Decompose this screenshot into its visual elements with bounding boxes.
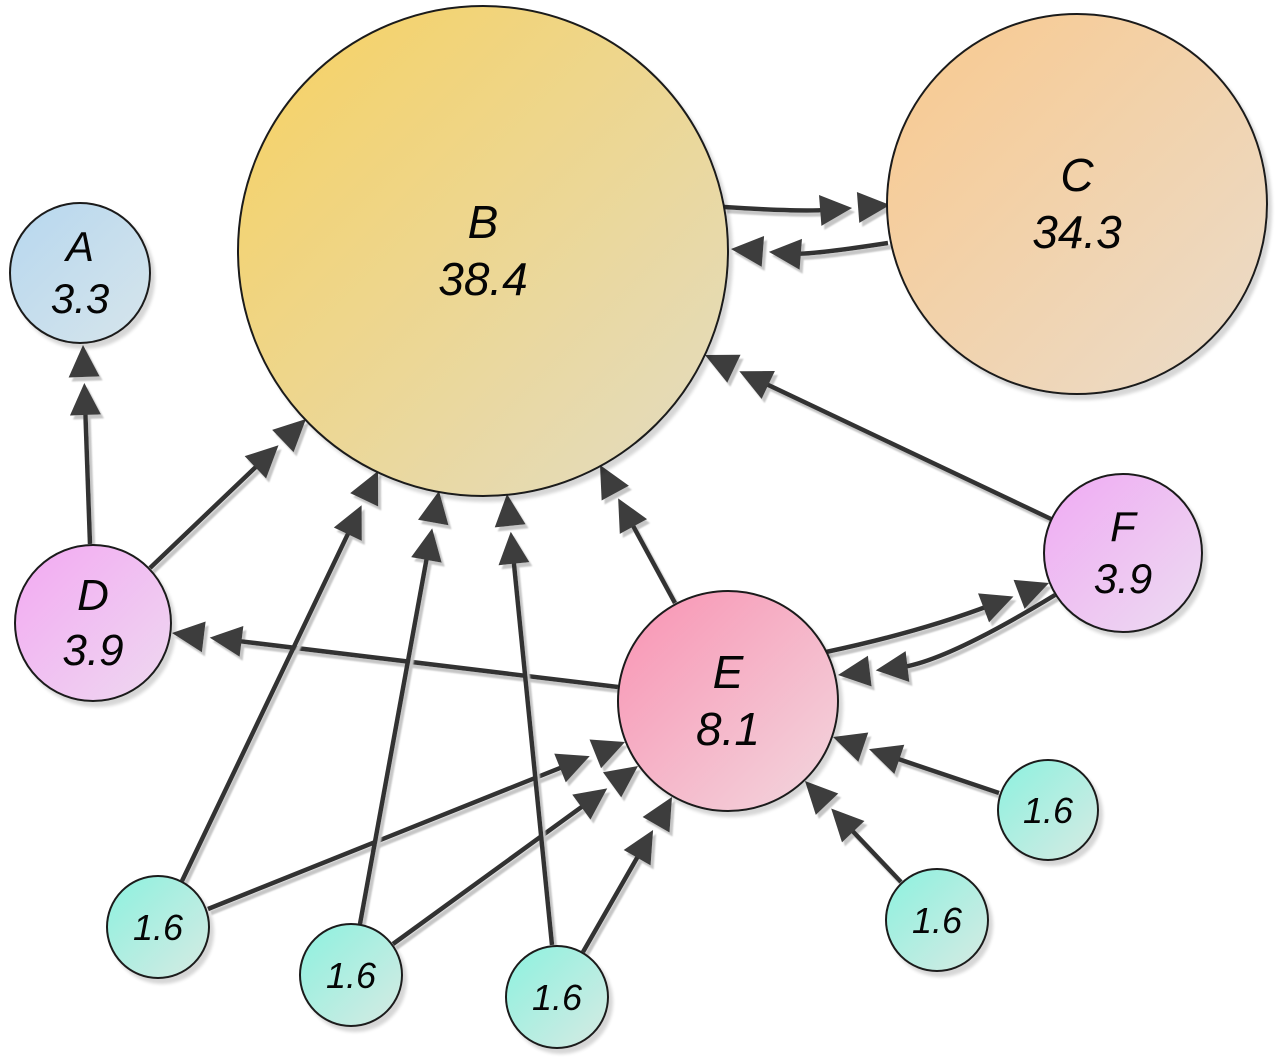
arrowhead [869,744,905,775]
node-D: D 3.9 [14,544,172,702]
node-F: F 3.9 [1043,473,1203,633]
node-s5-value: 1.6 [1022,789,1074,831]
edge-line [148,460,263,570]
arrowhead [739,370,775,399]
edge-line [82,406,93,545]
node-E-label: E [712,645,744,698]
arrowhead [603,766,638,798]
edge-line [179,525,354,882]
node-B-value: 38.4 [438,253,528,305]
edge-E-D [172,621,619,690]
arrowhead [411,528,442,563]
arrowhead [623,829,654,866]
edge-line [627,518,677,605]
node-C-label: C [1060,148,1094,201]
arrowhead [589,739,625,769]
arrowhead [418,491,449,526]
edge-line [357,551,431,925]
node-D-value: 3.9 [62,626,124,675]
edge-line [792,240,889,257]
node-F-value: 3.9 [1093,555,1153,602]
node-A-value: 3.3 [50,275,110,322]
arrowhead [618,498,648,534]
arrowhead [875,651,910,682]
arrowhead [69,382,101,416]
node-B-label: B [467,195,499,248]
arrowhead [1013,579,1049,609]
edge-E-F [825,579,1049,655]
edge-line [391,800,590,946]
node-C-value: 34.3 [1032,206,1122,258]
edge-line [723,204,829,213]
arrowhead [833,732,869,762]
node-F-label: F [1110,502,1136,550]
arrowhead [350,471,379,507]
node-s5: 1.6 [997,759,1099,861]
arrowhead [838,655,872,687]
arrowhead [498,531,530,566]
arrowhead [805,781,839,815]
edge-E-B [600,465,677,605]
arrowhead [705,354,741,383]
edge-F-E [838,593,1057,687]
arrowhead [600,465,629,501]
arrowhead [68,345,100,378]
arrowhead [272,419,306,453]
edge-D-B [148,419,306,570]
arrowhead [831,808,865,843]
arrowhead [333,505,362,541]
edge-s4-E [805,781,903,884]
edge-s1-E [207,739,625,912]
edge-line [233,638,619,690]
arrowhead [554,753,590,783]
arrowhead [209,626,244,657]
arrowhead [572,788,608,820]
edge-line [581,849,644,954]
arrowhead [494,494,526,528]
edge-line [846,824,903,884]
arrowhead [768,238,802,270]
arrowhead [244,445,279,479]
node-A: A 3.3 [9,202,151,344]
edge-s3-E [581,797,672,954]
node-s3-value: 1.6 [531,976,583,1018]
edge-line [207,762,569,912]
edge-B-C [723,192,890,226]
edge-C-B [731,235,889,270]
arrowhead [856,192,890,223]
edge-s2-E [391,766,638,946]
arrowhead [978,593,1014,623]
node-E-value: 8.1 [696,703,760,755]
edge-line [899,593,1057,670]
edge-s1-B [179,471,379,882]
node-s1-value: 1.6 [132,906,184,948]
edge-s5-E [833,732,1000,796]
edge-line [760,379,1052,522]
node-A-label: A [65,222,94,270]
arrowhead [731,235,765,267]
arrowhead [819,194,853,226]
edge-line [825,602,992,655]
edge-line [891,754,1000,796]
edges-group [68,192,1057,954]
edge-D-A [68,345,101,545]
edge-s3-B [494,494,555,946]
node-D-label: D [77,571,109,620]
node-s2: 1.6 [299,923,403,1027]
edge-s2-B [357,491,449,925]
node-s4: 1.6 [885,868,989,972]
node-s3: 1.6 [505,945,609,1049]
node-s1: 1.6 [106,875,210,979]
arrowhead [172,621,206,653]
edge-line [510,555,555,946]
edge-F-B [705,354,1052,522]
arrowhead [642,797,672,833]
node-s4-value: 1.6 [911,899,963,941]
node-s2-value: 1.6 [325,954,377,996]
